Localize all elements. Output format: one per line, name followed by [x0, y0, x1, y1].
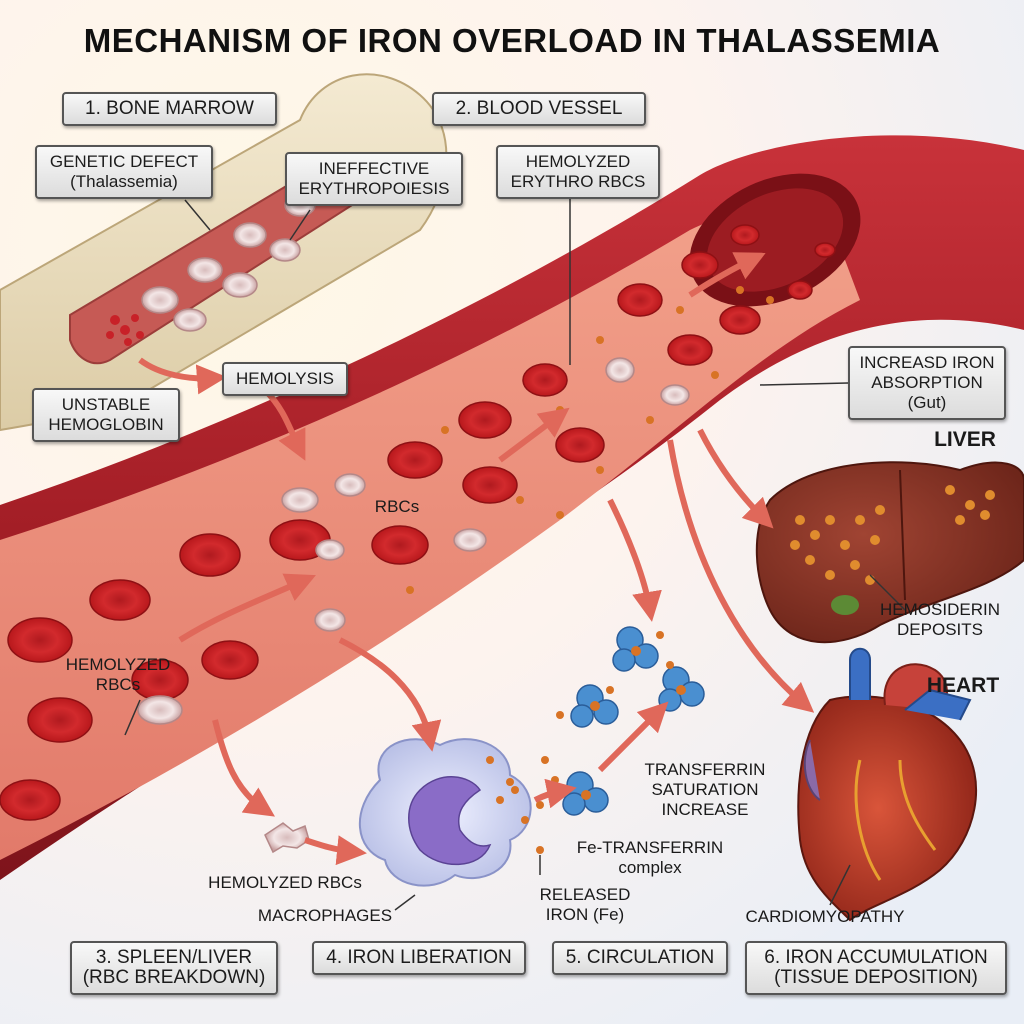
hemolysis-callout: HEMOLYSIS	[222, 362, 348, 396]
released-iron-line2: IRON (Fe)	[545, 905, 625, 924]
released-iron-label: RELEASED IRON (Fe)	[530, 885, 640, 925]
step-5-box: 5. CIRCULATION	[552, 941, 728, 975]
heart-label: HEART	[926, 674, 1000, 697]
genetic-defect-line2: (Thalassemia)	[70, 172, 178, 191]
hemosiderin-label: HEMOSIDERIN DEPOSITS	[870, 600, 1010, 640]
step-2-label: 2. BLOOD VESSEL	[455, 98, 623, 119]
hemolyzed-top-line1: HEMOLYZED	[525, 152, 631, 171]
fe-transferrin-line2: complex	[618, 858, 682, 877]
ineffective-erythropoiesis-callout: INEFFECTIVE ERYTHROPOIESIS	[285, 152, 463, 206]
leader-lines	[124, 195, 906, 911]
step-6-line1: 6. IRON ACCUMULATION	[764, 947, 988, 968]
step-5-label: 5. CIRCULATION	[565, 947, 715, 968]
hemolyzed-rbcs-bottom-label: HEMOLYZED RBCs	[208, 873, 362, 892]
transferrin-line3: INCREASE	[661, 800, 749, 819]
macrophage-illustration	[358, 738, 544, 887]
fe-transferrin-line1: Fe-TRANSFERRIN	[576, 838, 724, 857]
liver-illustration	[755, 461, 1024, 644]
step-2-box: 2. BLOOD VESSEL	[432, 92, 646, 126]
step-4-box: 4. IRON LIBERATION	[312, 941, 526, 975]
iron-absorption-line2: ABSORPTION	[871, 373, 983, 392]
transferrin-line2: SATURATION	[651, 780, 759, 799]
liver-label: LIVER	[934, 428, 996, 451]
cardiomyopathy-label: CARDIOMYOPATHY	[745, 907, 905, 926]
ineffective-line1: INEFFECTIVE	[318, 159, 430, 178]
iron-absorption-line3: (Gut)	[907, 393, 947, 412]
hemolysis-label: HEMOLYSIS	[236, 369, 334, 388]
blood-vessel-illustration	[0, 135, 1024, 880]
transferrin-saturation-label: TRANSFERRIN SATURATION INCREASE	[630, 760, 780, 820]
hemolyzed-top-callout: HEMOLYZED ERYTHRO RBCS	[496, 145, 660, 199]
ineffective-line2: ERYTHROPOIESIS	[298, 179, 450, 198]
iron-absorption-callout: INCREASD IRON ABSORPTION (Gut)	[848, 346, 1006, 420]
macrophages-label: MACROPHAGES	[257, 906, 393, 925]
step-3-box: 3. SPLEEN/LIVER (RBC BREAKDOWN)	[70, 941, 278, 995]
iron-absorption-line1: INCREASD IRON	[859, 353, 995, 372]
step-3-line2: (RBC BREAKDOWN)	[82, 967, 266, 988]
hemosiderin-line1: HEMOSIDERIN	[880, 600, 1000, 619]
page-title: MECHANISM OF IRON OVERLOAD IN THALASSEMI…	[83, 22, 941, 59]
rbcs-label: RBCs	[374, 497, 420, 516]
step-3-line1: 3. SPLEEN/LIVER	[95, 947, 253, 968]
transferrin-line1: TRANSFERRIN	[644, 760, 766, 779]
hemolyzed-rbcs-left-label: HEMOLYZED RBCs	[58, 655, 178, 695]
step-6-line2: (TISSUE DEPOSITION)	[774, 967, 978, 988]
genetic-defect-callout: GENETIC DEFECT (Thalassemia)	[35, 145, 213, 199]
step-4-label: 4. IRON LIBERATION	[326, 947, 512, 968]
hemolyzed-top-line2: ERYTHRO RBCS	[510, 172, 646, 191]
heart-illustration	[797, 647, 978, 922]
flow-arrows	[138, 252, 815, 866]
genetic-defect-line1: GENETIC DEFECT	[49, 152, 199, 171]
hemosiderin-line2: DEPOSITS	[897, 620, 983, 639]
fe-transferrin-label: Fe-TRANSFERRIN complex	[555, 838, 745, 878]
step-1-box: 1. BONE MARROW	[62, 92, 277, 126]
transferrin-illustration	[486, 626, 705, 854]
step-6-box: 6. IRON ACCUMULATION (TISSUE DEPOSITION)	[745, 941, 1007, 995]
released-iron-line1: RELEASED	[539, 885, 631, 904]
unstable-hemoglobin-callout: UNSTABLE HEMOGLOBIN	[32, 388, 180, 442]
hemolyzed-left-line2: RBCs	[95, 675, 141, 694]
unstable-line1: UNSTABLE	[61, 395, 151, 414]
step-1-label: 1. BONE MARROW	[85, 98, 254, 119]
hemolyzed-left-line1: HEMOLYZED	[65, 655, 171, 674]
unstable-line2: HEMOGLOBIN	[48, 415, 164, 434]
